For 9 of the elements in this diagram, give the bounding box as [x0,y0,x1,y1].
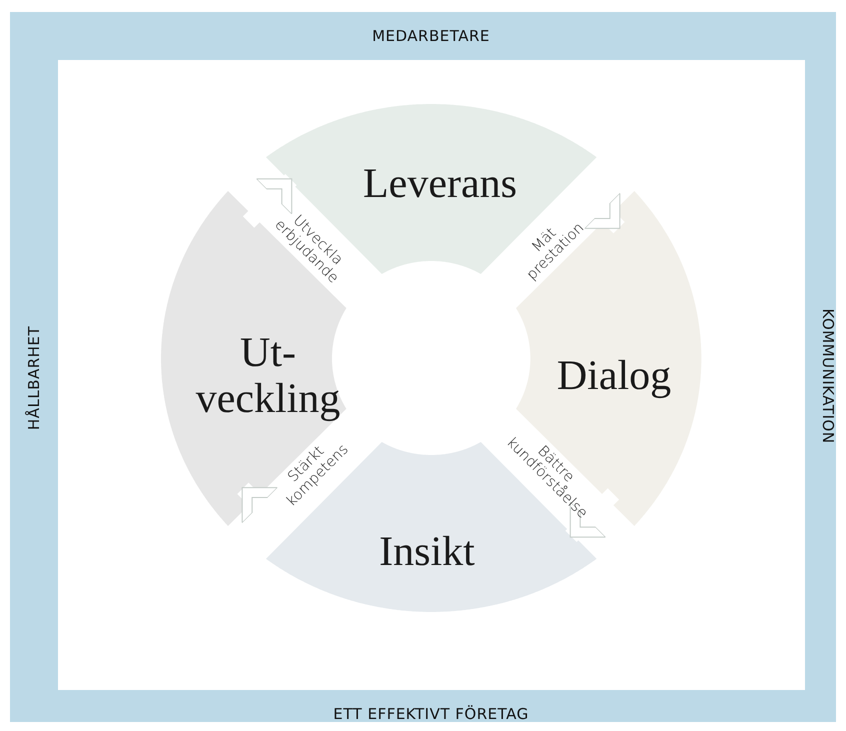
frame-label: KOMMUNIKATION [819,308,837,444]
segment-title: Ut- veckling [194,330,342,422]
frame-label: HÅLLBARHET [25,326,43,430]
segment-title: Insikt [379,528,475,575]
frame-label: MEDARBETARE [372,27,490,45]
segment-title: Leverans [363,161,517,207]
ring-segment [161,190,346,526]
segment-title: Dialog [556,352,672,399]
frame-label: ETT EFFEKTIVT FÖRETAG [333,705,529,723]
